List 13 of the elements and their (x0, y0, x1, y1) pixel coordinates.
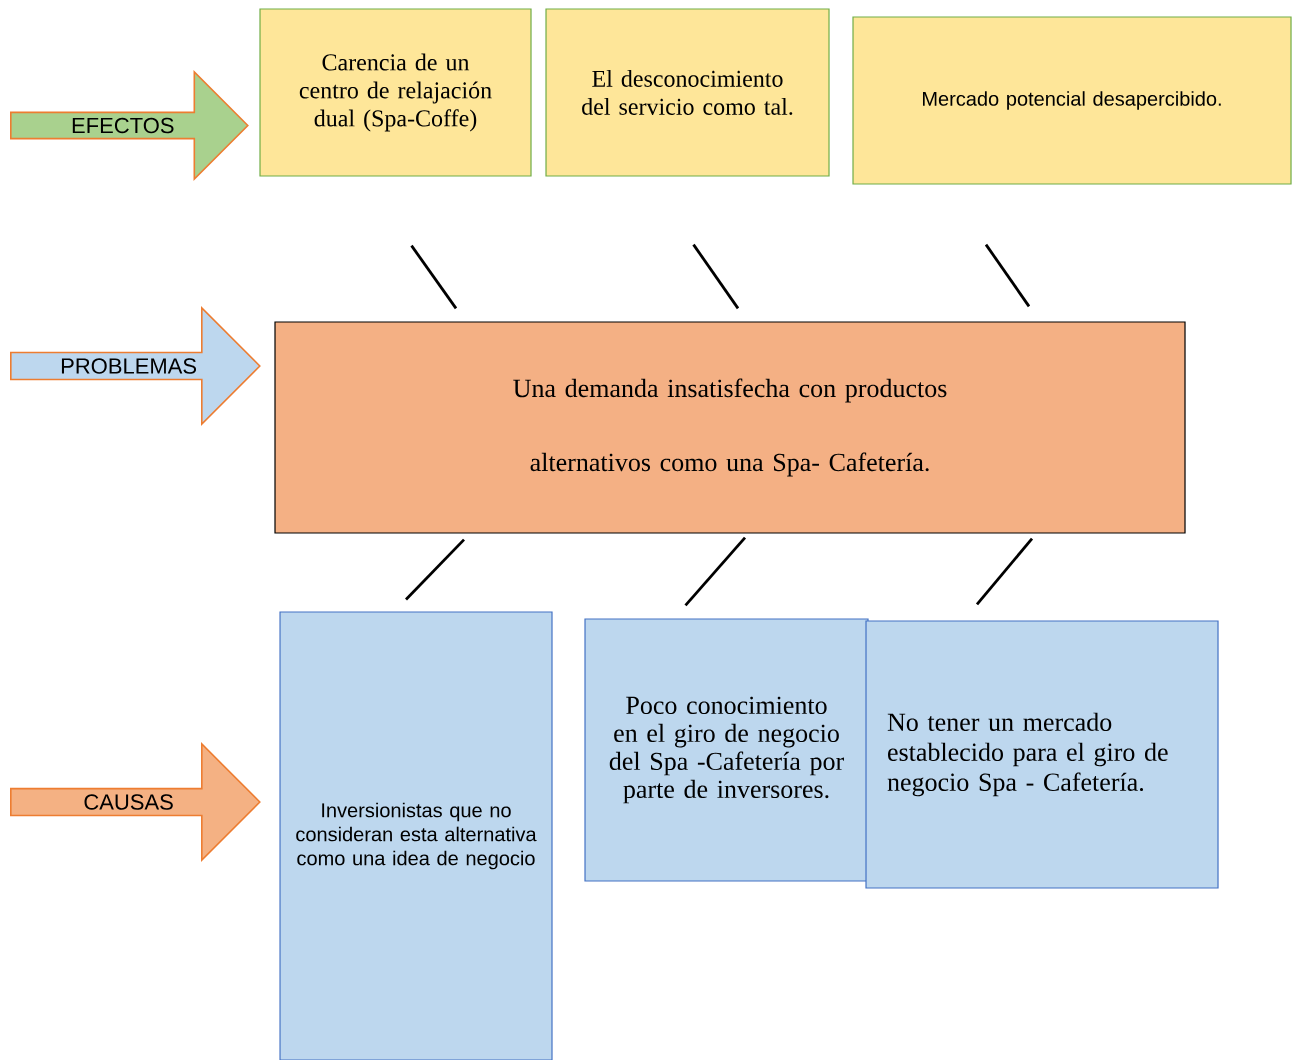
connector-line (984, 243, 1031, 308)
connector-line (692, 243, 740, 310)
text-box: No tener un mercado establecido para el giro de negocio Spa - Cafetería. (865, 620, 1219, 889)
connector-line (975, 537, 1034, 606)
text-box: Carencia de un centro de relajación dual (Spa-Coffe) (259, 8, 532, 177)
text-box: Mercado potencial desapercibido. (852, 16, 1292, 185)
connector-line (684, 536, 747, 607)
text-box: Poco conocimiento en el giro de negocio del Spa -Cafetería por parte de inversores. (584, 618, 869, 882)
connector-line (410, 244, 458, 310)
connector-line (405, 538, 465, 601)
text-box: Una demanda insatisfecha con productos alternativos como una Spa- Cafetería. (274, 321, 1186, 534)
text-box: Inversionistas que no consideran esta alternativa como una idea de negocio (279, 611, 553, 1060)
text-box: El desconocimiento del servicio como tal. (545, 8, 830, 177)
